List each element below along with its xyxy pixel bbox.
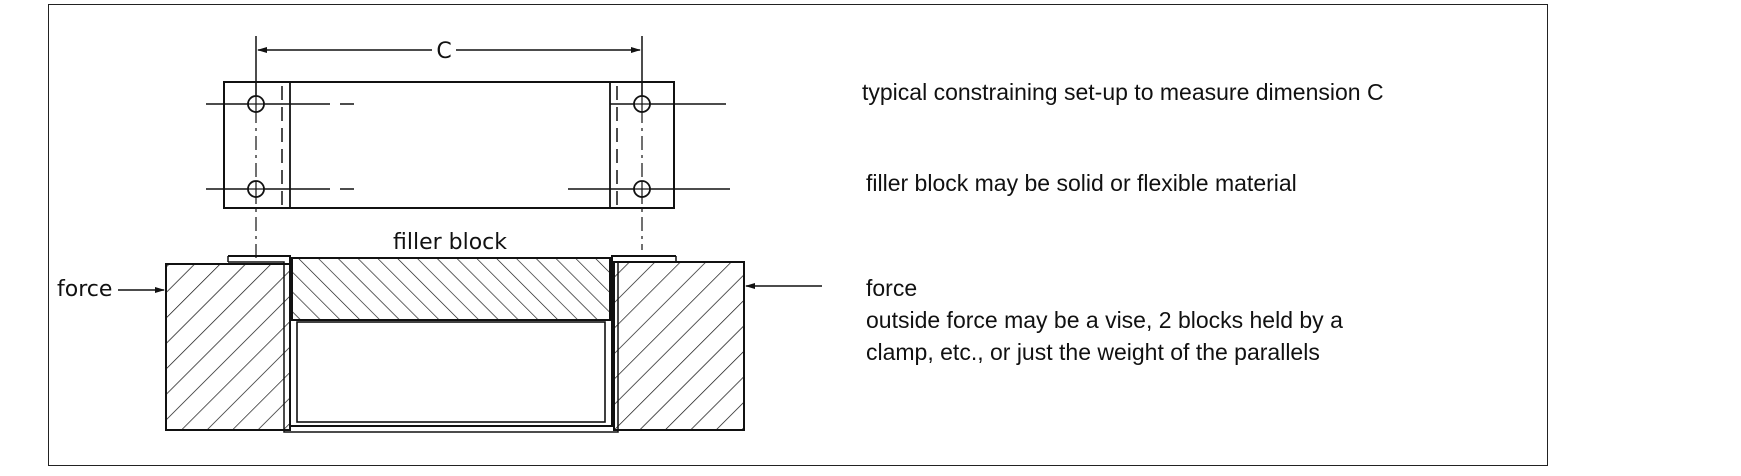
right-outer-block bbox=[613, 261, 745, 431]
parallel-channel-outer bbox=[228, 255, 676, 427]
hole-bottom-left bbox=[247, 180, 265, 198]
filler-block bbox=[291, 257, 611, 321]
filler-block-label: filler block bbox=[393, 230, 507, 255]
note-force-title: force bbox=[866, 275, 918, 301]
dimension-c-label: C bbox=[436, 39, 451, 64]
note-force-line1: outside force may be a vise, 2 blocks he… bbox=[866, 307, 1343, 333]
hole-top-left bbox=[247, 95, 265, 113]
top-view-plate bbox=[206, 81, 730, 262]
figure-frame bbox=[48, 4, 1548, 466]
force-left: force bbox=[57, 277, 165, 302]
note-force-line2: clamp, etc., or just the weight of the p… bbox=[866, 339, 1320, 365]
dimension-c: C bbox=[255, 36, 643, 108]
hole-top-right bbox=[633, 95, 651, 113]
parallel-cavity bbox=[296, 321, 606, 423]
force-label-left: force bbox=[57, 277, 112, 302]
section-view bbox=[165, 255, 745, 433]
hole-bottom-right bbox=[633, 180, 651, 198]
left-outer-block bbox=[165, 263, 291, 431]
note-setup: typical constraining set-up to measure d… bbox=[862, 79, 1384, 105]
note-filler: filler block may be solid or flexible ma… bbox=[866, 170, 1297, 196]
